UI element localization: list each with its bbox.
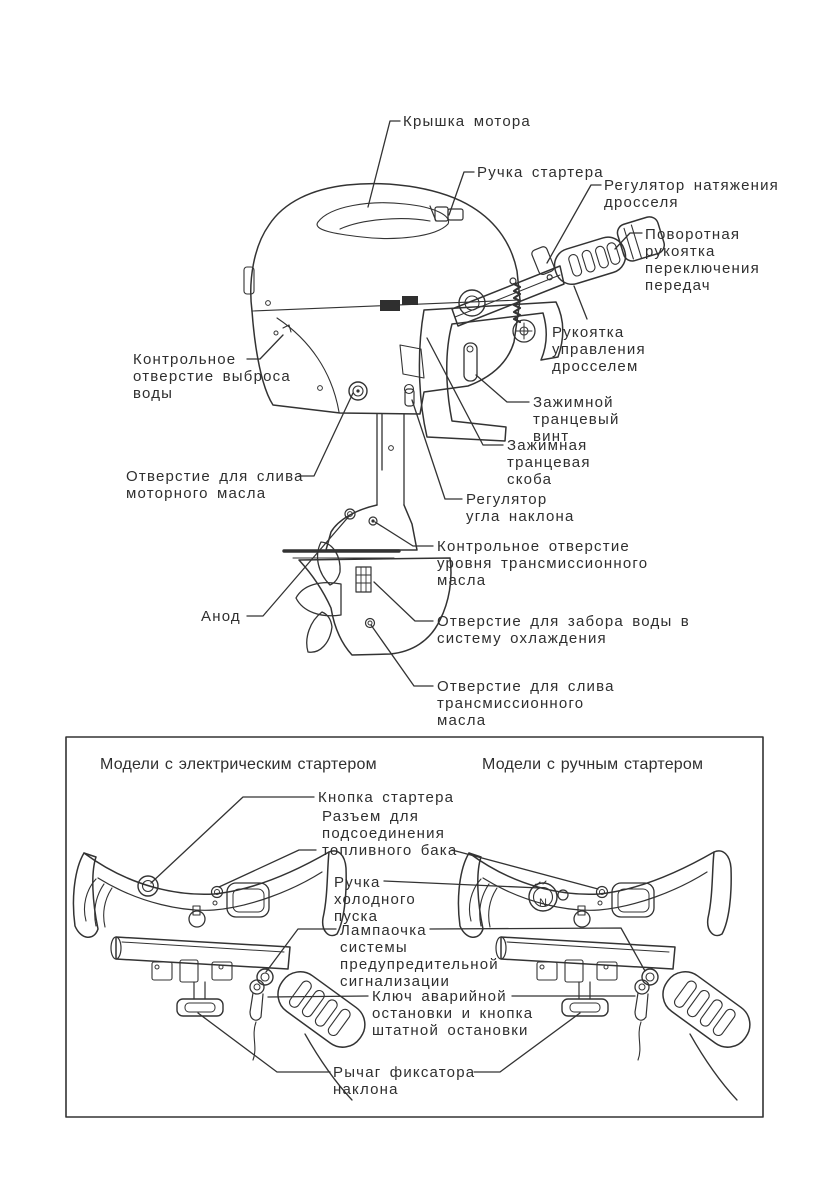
callout-throttle-grip: Рукоятка управления дросселем (552, 324, 646, 375)
kill-cord-spring (512, 282, 522, 324)
callout-clamp-bracket: Зажимная транцевая скоба (507, 437, 591, 488)
propeller-drawing (295, 541, 342, 653)
recoil-starter-grip-drawing: N (528, 880, 569, 912)
neutral-marking: N (539, 897, 547, 909)
callout-cooling-water-intake: Отверстие для забора воды в систему охла… (437, 613, 690, 647)
engine-cover-drawing (243, 182, 521, 312)
callout-engine-oil-drain: Отверстие для слива моторного масла (126, 468, 304, 502)
electric-starter-model-view (72, 850, 374, 1101)
callout-gear-oil-level: Контрольное отверстие уровня трансмиссио… (437, 538, 649, 589)
callout-throttle-tension: Регулятор натяжения дросселя (604, 177, 780, 211)
starter-button-drawing (137, 875, 159, 897)
gear-case-drawing (298, 557, 452, 656)
callout-anode: Анод (201, 608, 241, 625)
starter-handle-drawing (429, 205, 464, 222)
driveshaft-housing-drawing (325, 413, 418, 551)
outboard-motor-side-view (243, 120, 666, 687)
tiller-handle-drawing (451, 216, 666, 327)
callout-water-outlet-check-hole: Контрольное отверстие выброса воды (133, 351, 291, 402)
callout-starter-button: Кнопка стартера (318, 789, 455, 806)
callout-warning-lamp: Лампаочка системы предупредительной сигн… (340, 922, 499, 990)
callout-engine-cover: Крышка мотора (403, 113, 531, 130)
callout-cold-start-knob: Ручка холодного пуска (334, 874, 416, 925)
model-comparison-box: N (65, 736, 764, 1118)
callout-tilt-lock-lever: Рычаг фиксатора наклона (333, 1064, 476, 1098)
callout-gear-shift-grip: Поворотная рукоятка переключения передач (645, 226, 760, 294)
manual-starter-model-view: N (457, 850, 759, 1101)
callout-clamp-screw: Зажимной транцевый винт (533, 394, 620, 445)
leader-lines-panel (150, 796, 646, 1073)
leader-lines-top (246, 120, 643, 687)
callout-fuel-tank-connector: Разъем для подсоединения топливного бака (322, 808, 458, 859)
manual-starter-models-title: Модели с ручным стартером (482, 756, 704, 773)
callout-tilt-adjuster: Регулятор угла наклона (466, 491, 575, 525)
callout-stop-key: Ключ аварийной остановки и кнопка штатно… (372, 988, 534, 1039)
transom-bracket-drawing (380, 296, 564, 442)
electric-starter-models-title: Модели с электрическим стартером (100, 756, 377, 773)
callout-starter-handle: Ручка стартера (477, 164, 604, 181)
lower-cowl-drawing (251, 299, 521, 415)
callout-gear-oil-drain: Отверстие для слива трансмиссионного мас… (437, 678, 615, 729)
